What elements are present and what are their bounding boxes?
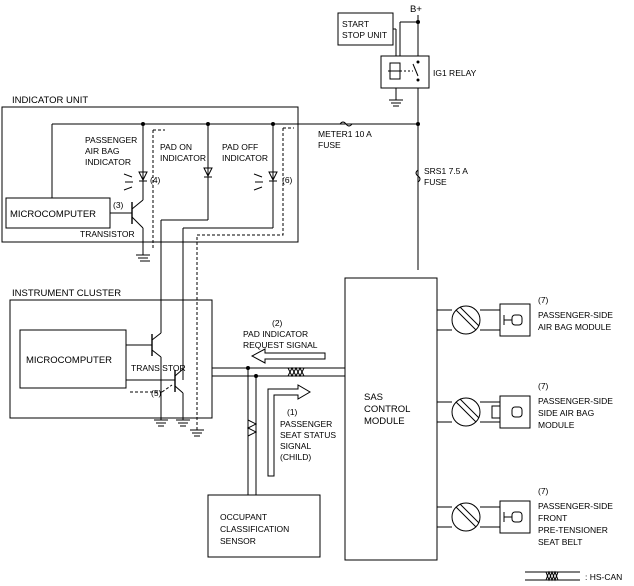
pass-airbag-indicator-label-1: PASSENGER (85, 135, 137, 145)
module-3-label-1: PASSENGER-SIDE (538, 501, 613, 511)
srs-fuse-label-2: FUSE (424, 177, 447, 187)
start-stop-unit-label-1: START (342, 19, 369, 29)
module-2-label-1: PASSENGER-SIDE (538, 396, 613, 406)
indicator-unit-title: INDICATOR UNIT (12, 95, 88, 106)
legend-hs-can-label: : HS-CAN (585, 572, 622, 582)
ig1-relay-label: IG1 RELAY (433, 68, 477, 78)
cluster-num5: (5) (151, 388, 162, 398)
legend-twist-icon (545, 570, 559, 582)
fuses: METER1 10 A FUSE SRS1 7.5 A FUSE (318, 121, 468, 187)
airbag-modules: (7) PASSENGER-SIDE AIR BAG MODULE (7) PA… (437, 295, 613, 547)
module-3-num: (7) (538, 486, 549, 496)
sas-box (344, 277, 438, 561)
ocs-label-1: OCCUPANT (220, 512, 267, 522)
pad-on-indicator-label-2: INDICATOR (160, 153, 206, 163)
meter-fuse-label-2: FUSE (318, 140, 341, 150)
meter-fuse-label-1: METER1 10 A (318, 129, 372, 139)
battery-label: B+ (410, 4, 422, 15)
instrument-cluster-box (9, 299, 213, 419)
module-1-label-2: AIR BAG MODULE (538, 322, 612, 332)
pad-request-arrow (250, 348, 326, 364)
pad-on-indicator-label-1: PAD ON (160, 142, 192, 152)
can-twist-icon (287, 366, 305, 378)
cluster-transistor-label: TRANSISTOR (131, 363, 186, 373)
seat-status-arrow (267, 384, 311, 477)
indicator-num4: (4) (150, 175, 161, 185)
indicator-unit-box (1, 106, 299, 243)
indicator-num6: (6) (282, 175, 293, 185)
module-3-label-2: FRONT (538, 513, 567, 523)
ig1-relay-box (380, 55, 430, 89)
module-2-num: (7) (538, 381, 549, 391)
ocs-label-3: SENSOR (220, 536, 256, 546)
hs-can-bus: (2) PAD INDICATOR REQUEST SIGNAL (1) PAS… (212, 318, 345, 495)
sas-label-2: CONTROL (364, 404, 410, 415)
pad-off-led-icon (268, 171, 278, 182)
pad-off-indicator-label-2: INDICATOR (222, 153, 268, 163)
instrument-cluster-title: INSTRUMENT CLUSTER (12, 288, 121, 299)
ocs-label-2: CLASSIFICATION (220, 524, 289, 534)
ocs-box (207, 494, 321, 558)
seat-status-signal-label-2: SEAT STATUS (280, 430, 336, 440)
module-1-label-1: PASSENGER-SIDE (538, 310, 613, 320)
seat-status-signal-label-3: SIGNAL (280, 441, 311, 451)
module-2-label-3: MODULE (538, 420, 575, 430)
module-3-label-4: SEAT BELT (538, 537, 582, 547)
cluster-microcomputer-box (19, 329, 127, 389)
pass-airbag-led-icon (138, 171, 148, 182)
start-stop-unit-box (337, 12, 394, 46)
srs-fuse-icon (415, 169, 421, 183)
pad-on-led-icon (203, 167, 213, 178)
pad-request-signal-label-2: REQUEST SIGNAL (243, 340, 318, 350)
connector-2-icon (451, 397, 481, 427)
sas-control-module: SAS CONTROL MODULE (344, 277, 438, 561)
sas-label-3: MODULE (364, 416, 405, 427)
power-supply-section: B+ START STOP UNIT IG1 RELAY (337, 4, 477, 270)
indicator-unit: INDICATOR UNIT MICROCOMPUTER (3) TRANSIS… (1, 95, 418, 430)
pad-off-indicator-label-1: PAD OFF (222, 142, 258, 152)
module-2-squib-box (499, 395, 531, 429)
occupant-classification-sensor: OCCUPANT CLASSIFICATION SENSOR (207, 494, 321, 558)
cluster-microcomputer-label: MICROCOMPUTER (26, 355, 112, 366)
indicator-transistor-label: TRANSISTOR (80, 229, 135, 239)
pass-airbag-indicator-label-3: INDICATOR (85, 157, 131, 167)
indicator-microcomputer-label: MICROCOMPUTER (10, 209, 96, 220)
signal-num2: (2) (272, 318, 283, 328)
connector-1-icon (451, 305, 481, 335)
sas-label-1: SAS (364, 392, 383, 403)
module-3-label-3: PRE-TENSIONER (538, 525, 608, 535)
signal-num1: (1) (287, 407, 298, 417)
connector-3-icon (451, 502, 481, 532)
pad-request-signal-label-1: PAD INDICATOR (243, 329, 308, 339)
instrument-cluster: INSTRUMENT CLUSTER MICROCOMPUTER TRANSIS… (9, 288, 213, 437)
srs-fuse-label-1: SRS1 7.5 A (424, 166, 468, 176)
legend: : HS-CAN (525, 570, 622, 582)
module-2-label-2: SIDE AIR BAG (538, 408, 594, 418)
indicator-num3: (3) (113, 200, 124, 210)
module-1-num: (7) (538, 295, 549, 305)
start-stop-unit-label-2: STOP UNIT (342, 30, 387, 40)
pass-airbag-indicator-label-2: AIR BAG (85, 146, 119, 156)
seat-status-signal-label-4: (CHILD) (280, 452, 311, 462)
seat-status-signal-label-1: PASSENGER (280, 419, 332, 429)
